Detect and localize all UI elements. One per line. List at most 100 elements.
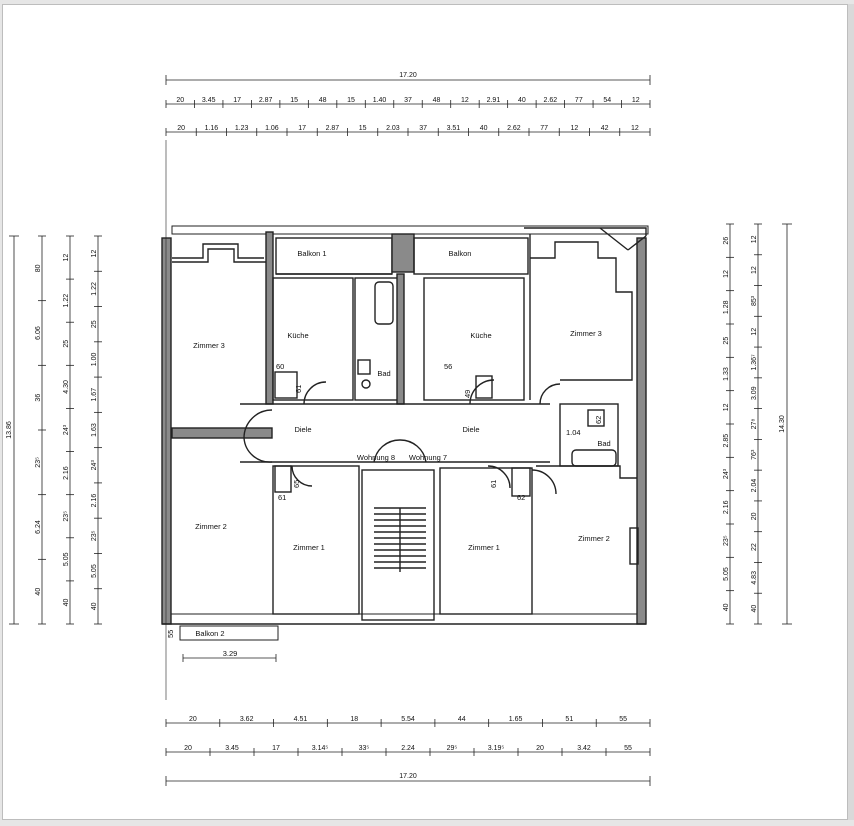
dim-bottom-row2-label: 3.14⁵ xyxy=(312,745,329,752)
label-diele-left: Diele xyxy=(294,425,311,434)
dim-d65: 65 xyxy=(292,480,301,488)
label-kueche-left: Küche xyxy=(287,331,308,340)
dim-top-row1-label: 2.87 xyxy=(259,97,273,104)
wall-zimmer3-kueche xyxy=(265,231,274,405)
dim-bottom-row1-label: 51 xyxy=(565,716,573,723)
dim-left-col3-label: 12 xyxy=(91,250,98,258)
bay-window-right xyxy=(530,241,633,381)
dim-top-row1-label: 17 xyxy=(233,97,241,104)
label-bad-left: Bad xyxy=(377,369,390,378)
dim-top-row1-label: 3.45 xyxy=(202,97,216,104)
dim-top-row2-label: 1.16 xyxy=(205,125,219,132)
dim-top-row2-label: 12 xyxy=(631,125,639,132)
dim-right-col1-label: 24³ xyxy=(723,468,730,479)
dim-left-col3-label: 40 xyxy=(91,602,98,610)
dim-bottom-row2-label: 3.19⁵ xyxy=(488,745,505,752)
dim-left-total: 13.86 xyxy=(6,235,19,625)
dim-right-col2-label: 4.83 xyxy=(751,571,758,585)
dim-top-row1-label: 2.62 xyxy=(544,97,558,104)
east-outer-wall xyxy=(636,237,647,625)
dim-right-col2-label: 2.04 xyxy=(751,479,758,493)
label-bad-right: Bad xyxy=(597,439,610,448)
dim-right-col2-label: 3.09 xyxy=(751,386,758,400)
dim-top-row1-label: 12 xyxy=(461,97,469,104)
room-labels: Balkon 1 Balkon Küche Küche Bad Bad Zimm… xyxy=(193,249,611,638)
bay-window-left xyxy=(172,243,264,259)
label-kueche-right: Küche xyxy=(470,331,491,340)
label-wohnung-8: Wohnung 8 xyxy=(357,453,395,462)
dim-left-col3-label: 24³ xyxy=(91,460,98,471)
bathtub-right xyxy=(571,449,617,467)
dim-right-col1-label: 2.16 xyxy=(723,500,730,514)
balkon1-outline xyxy=(275,237,393,275)
kueche-right-room xyxy=(423,277,525,401)
dim-top-row2-label: 3.51 xyxy=(447,125,461,132)
dim-right-col2-label: 22 xyxy=(751,543,758,551)
dim-bottom-row1-label: 3.62 xyxy=(240,716,254,723)
label-balkon-2: Balkon 2 xyxy=(195,629,224,638)
label-zimmer1-left: Zimmer 1 xyxy=(293,543,325,552)
dim-right-col2-label: 1.36⁷ xyxy=(751,354,758,371)
dim-right-col2-label: 27⁸ xyxy=(751,419,758,430)
dim-left-col3-label: 25 xyxy=(91,320,98,328)
dim-right-col1-label: 2.85 xyxy=(723,434,730,448)
roof-edge xyxy=(171,225,649,235)
dim-d61: 61 xyxy=(278,493,286,502)
dim-top-row2-label: 2.87 xyxy=(326,125,340,132)
dim-top-row2-label: 1.06 xyxy=(265,125,279,132)
dim-top-row1-label: 77 xyxy=(575,97,583,104)
dim-left-col2-label: 12 xyxy=(63,254,70,262)
zimmer1-right-room xyxy=(439,467,533,615)
dim-bottom-row2-label: 29⁵ xyxy=(447,745,458,752)
dim-top-row2-label: 37 xyxy=(419,125,427,132)
dim-left-col3-label: 23⁵ xyxy=(91,530,98,541)
dim-right-col2-label: 85³ xyxy=(751,295,758,306)
dim-right-col2-label: 40 xyxy=(751,605,758,613)
dim-left-col2-label: 5.05 xyxy=(63,552,70,566)
dim-right-col2-label: 12 xyxy=(751,235,758,243)
shaft xyxy=(391,233,415,273)
dim-left-col1-label: 23⁵ xyxy=(35,457,42,468)
dim-top-row1-label: 1.40 xyxy=(373,97,387,104)
dim-bottom-row1-label: 44 xyxy=(458,716,466,723)
dim-bottom-row2-label: 55 xyxy=(624,745,632,752)
label-wohnung-7: Wohnung 7 xyxy=(409,453,447,462)
dim-bottom-row2-label: 3.45 xyxy=(225,745,239,752)
dim-d62: 62 xyxy=(517,493,525,502)
dim-top-row1-label: 12 xyxy=(632,97,640,104)
dim-right-col1-label: 12 xyxy=(723,270,730,278)
label-diele-right: Diele xyxy=(462,425,479,434)
dim-k60: 60 xyxy=(276,362,284,371)
dim-bottom-row2-label: 33⁵ xyxy=(359,745,370,752)
dim-bottom-row2-label: 2.24 xyxy=(401,745,415,752)
wall-zimmer3-zimmer2 xyxy=(171,427,273,439)
dim-bottom-row2-label: 3.42 xyxy=(577,745,591,752)
dim-b62: 62 xyxy=(594,416,603,424)
dim-top-row1-label: 15 xyxy=(347,97,355,104)
dim-top-row2-label: 2.62 xyxy=(507,125,521,132)
dim-top-total: 17.20 xyxy=(165,72,651,85)
label-zimmer2-right: Zimmer 2 xyxy=(578,534,610,543)
label-zimmer3-right: Zimmer 3 xyxy=(570,329,602,338)
label-zimmer3-left: Zimmer 3 xyxy=(193,341,225,350)
dim-b55: 55 xyxy=(166,630,175,638)
dim-left-total-label: 13.86 xyxy=(6,421,13,439)
dim-top-total-label: 17.20 xyxy=(399,72,417,79)
vertical-scrollbar[interactable] xyxy=(848,4,854,820)
dim-right-col2-label: 12 xyxy=(751,328,758,336)
dim-top-row1-label: 2.91 xyxy=(487,97,501,104)
dim-top-row2-label: 15 xyxy=(359,125,367,132)
interior-dims: 60 61 56 49 65 61 61 62 1.04 62 55 3.29 xyxy=(166,362,603,658)
dim-left-col1-label: 6.06 xyxy=(35,326,42,340)
dim-right-col1-label: 5.05 xyxy=(723,567,730,581)
dim-bottom-row1-label: 55 xyxy=(619,716,627,723)
dim-left-col1-label: 80 xyxy=(35,264,42,272)
toilet-left xyxy=(361,379,371,389)
dim-right-col1-label: 26 xyxy=(723,237,730,245)
dim-top-row1-label: 54 xyxy=(603,97,611,104)
